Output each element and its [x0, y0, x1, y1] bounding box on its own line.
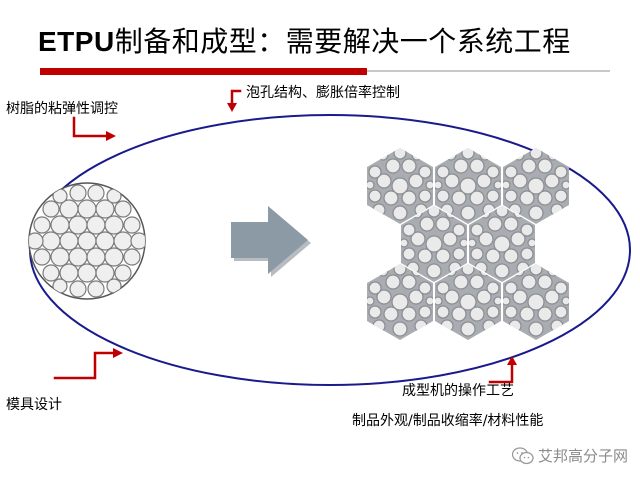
process-arrow	[231, 206, 311, 277]
label-molding-process: 成型机的操作工艺	[402, 383, 514, 399]
title-underline-red	[40, 68, 367, 75]
watermark-text: 艾邦高分子网	[537, 447, 628, 465]
title-latin: ETPU	[38, 26, 115, 57]
page-title: ETPU制备和成型：需要解决一个系统工程	[38, 20, 571, 60]
foam-cell-hexagons	[366, 147, 570, 340]
resin-bead-circle	[28, 182, 146, 300]
label-mold-design: 模具设计	[6, 397, 62, 413]
label-product-properties: 制品外观/制品收缩率/材料性能	[352, 413, 544, 429]
arrow-top-left	[72, 116, 114, 138]
label-cell-structure: 泡孔结构、膨胀倍率控制	[246, 85, 400, 101]
title-cjk: 制备和成型：需要解决一个系统工程	[114, 25, 571, 58]
wechat-icon	[511, 446, 534, 464]
arrow-bottom-right	[488, 360, 514, 384]
label-resin-viscoelasticity: 树脂的粘弹性调控	[6, 101, 118, 117]
watermark: 艾邦高分子网	[511, 445, 628, 466]
pointer-arrows	[53, 89, 517, 384]
arrow-top-mid	[230, 89, 242, 108]
arrow-bottom-left	[53, 351, 120, 380]
title-underline-gray	[367, 70, 610, 72]
